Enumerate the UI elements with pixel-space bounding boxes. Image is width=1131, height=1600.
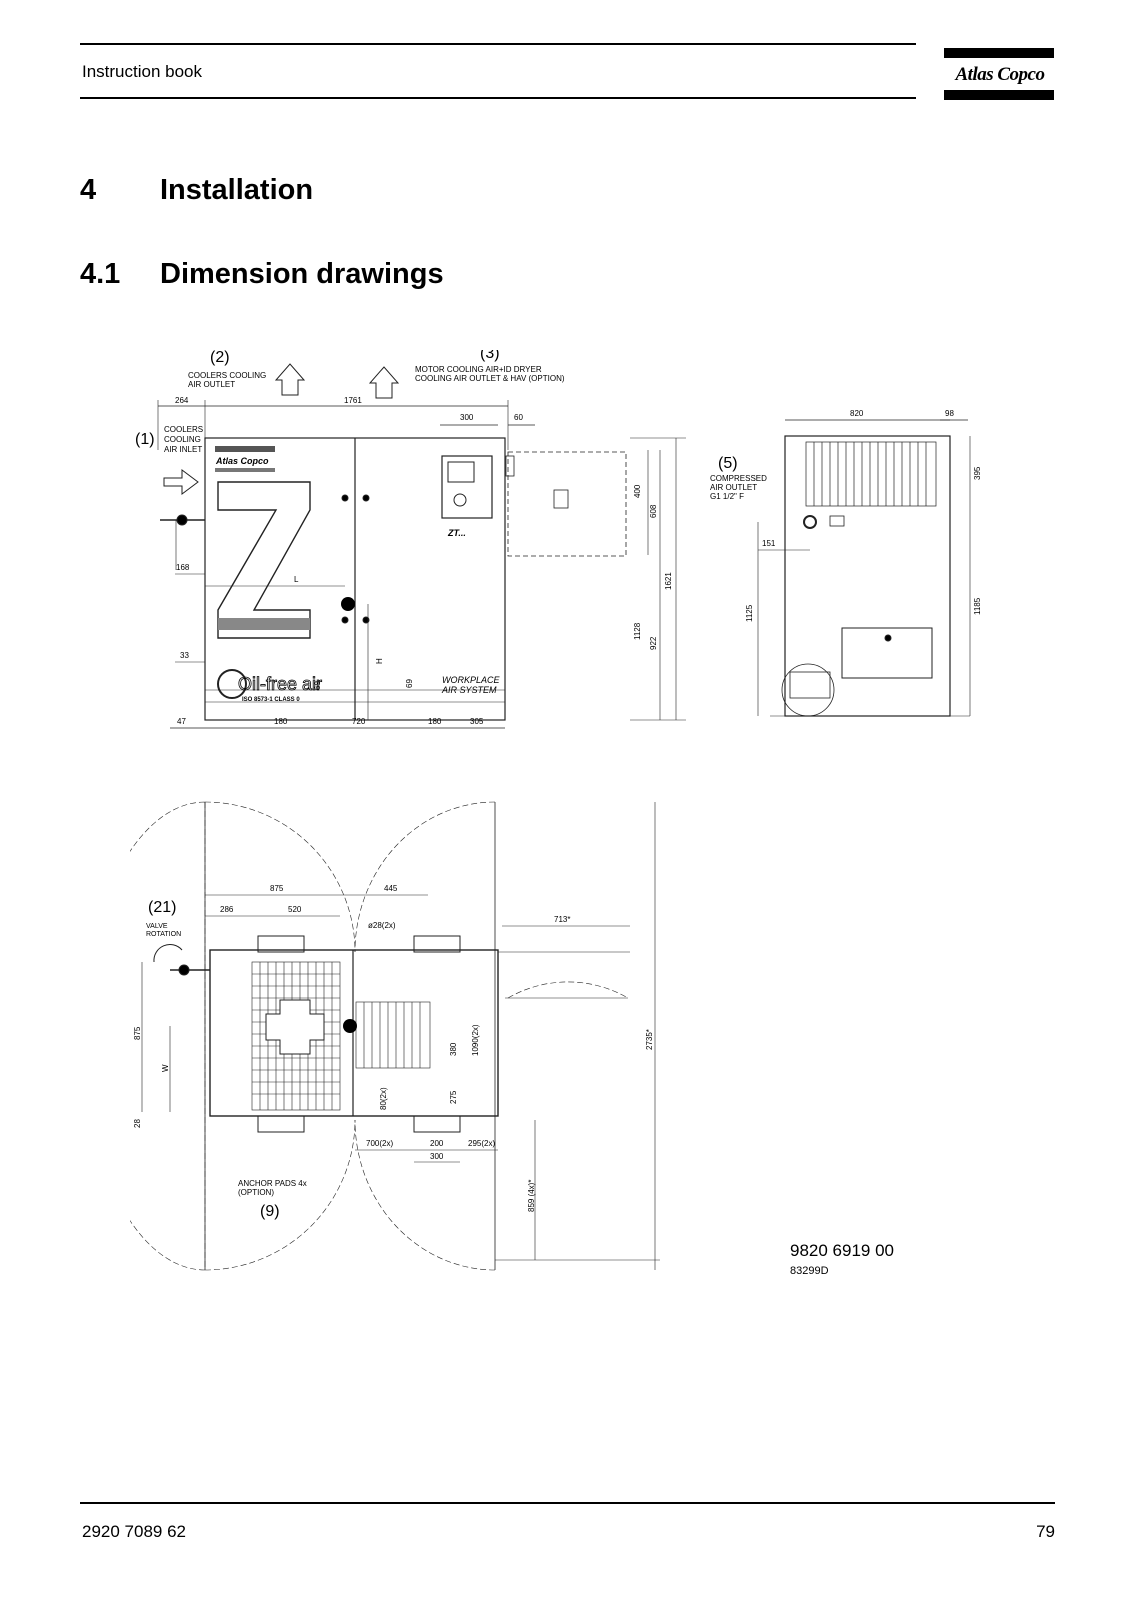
footer-rule [80, 1502, 1055, 1504]
dim-264: 264 [175, 396, 189, 405]
plan-dim-875a: 875 [270, 884, 284, 893]
dim-151: 151 [762, 539, 776, 548]
dim-33: 33 [180, 651, 189, 660]
workplace-2: AIR SYSTEM [441, 685, 497, 695]
plan-dim-1090: 1090(2x) [471, 1024, 480, 1056]
dim-720: 720 [352, 717, 366, 726]
plan-dim-200: 200 [430, 1139, 444, 1148]
header-bottom-rule [80, 97, 916, 99]
callout-3: (3) [480, 350, 500, 362]
callout-5-desc2: AIR OUTLET [710, 483, 757, 492]
z-logo-icon [217, 481, 311, 639]
callout-21-desc1: VALVE [146, 923, 168, 930]
dim-400: 400 [633, 484, 642, 498]
dim-180b: 180 [428, 717, 442, 726]
callout-9: (9) [260, 1203, 280, 1220]
dim-1128: 1128 [633, 622, 642, 640]
arrow-up-icon [274, 363, 306, 396]
machine-model: ZT... [447, 528, 466, 538]
footer-doc-number: 2920 7089 62 [82, 1522, 186, 1541]
callout-5-desc3: G1 1/2" F [710, 492, 744, 501]
drawing-subcode: 83299D [790, 1265, 829, 1277]
logo-text: Atlas Copco [955, 64, 1045, 85]
plan-dim-875b: 875 [133, 1026, 142, 1040]
callout-1: (1) [135, 431, 155, 448]
callout-1-desc3: AIR INLET [164, 445, 202, 454]
subsection-title: Dimension drawings [160, 258, 444, 290]
fan-opening-icon [265, 999, 325, 1055]
air-outlet-icon [803, 515, 817, 529]
dim-168: 168 [176, 563, 190, 572]
callout-5-desc1: COMPRESSED [710, 474, 767, 483]
dim-L: L [294, 575, 299, 584]
drawing-code: 9820 6919 00 [790, 1241, 894, 1260]
header-title: Instruction book [82, 62, 203, 81]
dim-1185: 1185 [973, 597, 982, 615]
oil-free-badge: Oil-free air [238, 674, 322, 694]
plan-dim-859: 859 (4x)* [527, 1180, 536, 1212]
center-mark-icon [341, 597, 355, 611]
plan-view: 875 445 286 520 ø28(2x) 713* (21) VALVE … [130, 801, 660, 1271]
callout-1-desc1: COOLERS [164, 425, 203, 434]
callout-21-desc2: ROTATION [146, 931, 181, 938]
workplace-1: WORKPLACE [442, 675, 501, 685]
dim-69b: 69 [405, 679, 414, 688]
subsection-number: 4.1 [80, 258, 121, 290]
dimension-drawing: (2) COOLERS COOLING AIR OUTLET (3) MOTOR… [130, 350, 982, 1277]
dim-180a: 180 [274, 717, 288, 726]
callout-1-desc2: COOLING [164, 435, 201, 444]
plan-dim-28x: ø28(2x) [368, 921, 396, 930]
header-top-rule [80, 43, 916, 45]
dim-820: 820 [850, 409, 864, 418]
section-number: 4 [80, 174, 97, 206]
plan-dim-295: 295(2x) [468, 1139, 495, 1148]
dim-300: 300 [460, 413, 474, 422]
dim-1621: 1621 [664, 572, 673, 590]
dim-395: 395 [973, 466, 982, 480]
plan-dim-W: W [161, 1064, 170, 1072]
callout-2-desc1: COOLERS COOLING [188, 371, 266, 380]
plan-dim-713: 713* [554, 915, 570, 924]
side-view: 820 98 (5) COMPRESSED AIR OUTLET G1 1/2"… [710, 409, 982, 717]
plan-dim-300: 300 [430, 1152, 444, 1161]
iso-class: ISO 8573-1 CLASS 0 [242, 697, 300, 703]
plan-dim-80: 80(2x) [379, 1087, 388, 1110]
callout-2: (2) [210, 350, 230, 366]
plan-dim-700: 700(2x) [366, 1139, 393, 1148]
plan-dim-380: 380 [449, 1042, 458, 1056]
callout-21: (21) [148, 899, 176, 916]
plan-dim-520: 520 [288, 905, 302, 914]
callout-2-desc2: AIR OUTLET [188, 380, 235, 389]
plan-dim-275: 275 [449, 1090, 458, 1104]
callout-9-desc1: ANCHOR PADS 4x [238, 1179, 307, 1188]
dim-98: 98 [945, 409, 954, 418]
callout-3-desc2: COOLING AIR OUTLET & HAV (OPTION) [415, 374, 565, 383]
plan-dim-2735: 2735* [645, 1029, 654, 1050]
dim-1761: 1761 [344, 396, 362, 405]
plan-dim-286: 286 [220, 905, 234, 914]
plan-dim-28: 28 [133, 1119, 142, 1128]
dim-47: 47 [177, 717, 186, 726]
dim-608: 608 [649, 504, 658, 518]
atlas-copco-logo: Atlas Copco [944, 48, 1054, 100]
callout-9-desc2: (OPTION) [238, 1188, 274, 1197]
front-view: (2) COOLERS COOLING AIR OUTLET (3) MOTOR… [135, 350, 686, 729]
plan-dim-445: 445 [384, 884, 398, 893]
dim-60: 60 [514, 413, 523, 422]
dim-305: 305 [470, 717, 484, 726]
dim-1125: 1125 [745, 604, 754, 622]
arrow-right-icon [163, 469, 199, 495]
footer-page-number: 79 [1036, 1522, 1055, 1541]
callout-5: (5) [718, 455, 738, 472]
dim-922: 922 [649, 636, 658, 650]
dim-69a: 69 [313, 681, 322, 690]
arrow-up-icon [368, 366, 400, 399]
dim-H: H [375, 658, 384, 664]
callout-3-desc1: MOTOR COOLING AIR+ID DRYER [415, 365, 542, 374]
rotation-arrow-icon [153, 944, 183, 963]
machine-brand: Atlas Copco [215, 456, 269, 466]
section-title: Installation [160, 174, 314, 206]
